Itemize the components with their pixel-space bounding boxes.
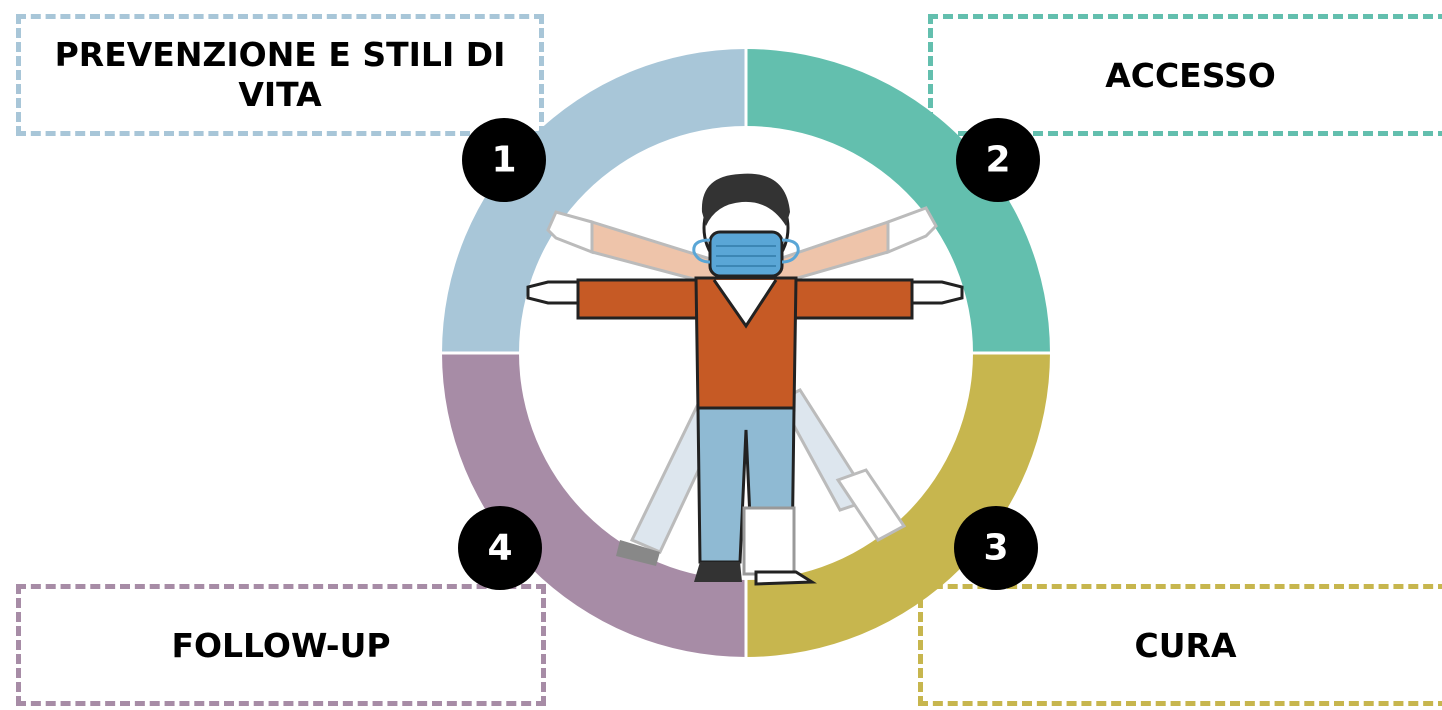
step-1-badge: 1 <box>462 118 546 202</box>
step-3-number: 3 <box>983 528 1008 569</box>
step-4-badge: 4 <box>458 506 542 590</box>
step-4-number: 4 <box>487 528 512 569</box>
step-3-badge: 3 <box>954 506 1038 590</box>
step-2-number: 2 <box>985 140 1010 181</box>
step-1-number: 1 <box>491 140 516 181</box>
step-2-badge: 2 <box>956 118 1040 202</box>
